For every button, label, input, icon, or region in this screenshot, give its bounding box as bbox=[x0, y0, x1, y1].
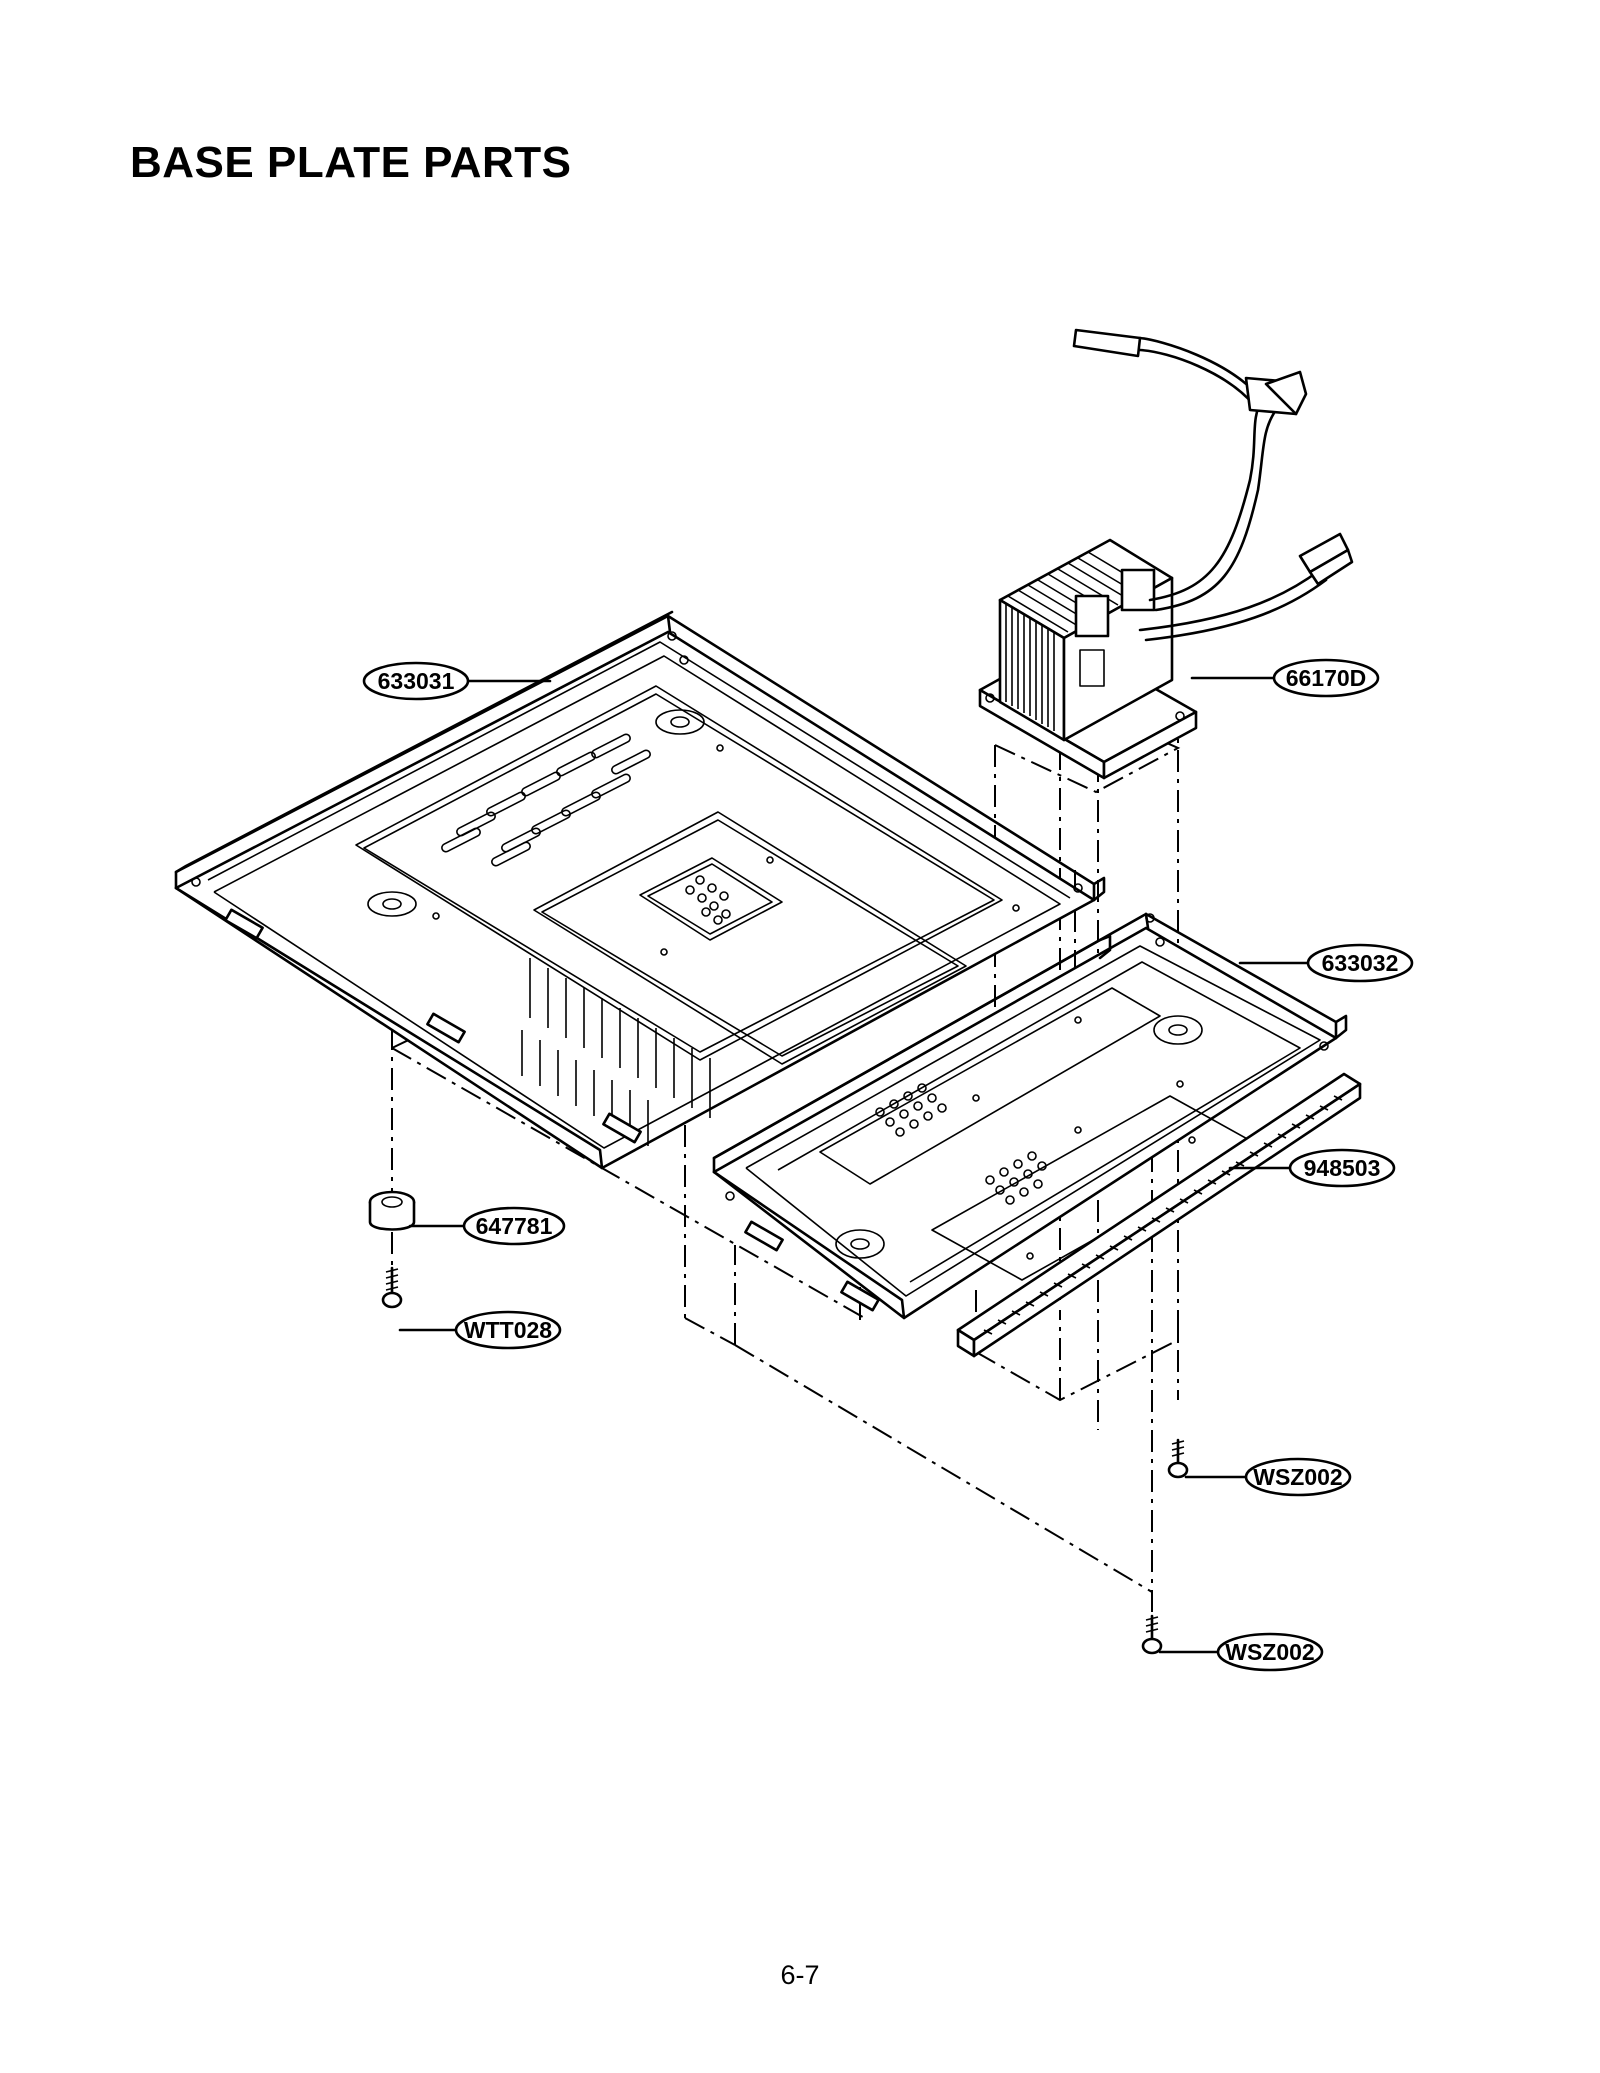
label-633031: 633031 bbox=[362, 661, 470, 701]
transformer-66170D bbox=[978, 328, 1354, 780]
page-number: 6-7 bbox=[780, 1960, 820, 1990]
screw-WSZ002-upper bbox=[1167, 1438, 1189, 1479]
seal-strip-948503 bbox=[956, 1072, 1362, 1358]
perforation-grid-upper bbox=[685, 875, 731, 925]
label-633032: 633032 bbox=[1306, 943, 1414, 983]
svg-text:633031: 633031 bbox=[378, 668, 455, 694]
svg-text:WSZ002: WSZ002 bbox=[1253, 1464, 1342, 1490]
label-647781: 647781 bbox=[462, 1206, 566, 1246]
label-66170D: 66170D bbox=[1272, 658, 1380, 698]
svg-text:WTT028: WTT028 bbox=[464, 1317, 552, 1343]
svg-text:66170D: 66170D bbox=[1286, 665, 1367, 691]
base-plate-633031 bbox=[174, 610, 1106, 1170]
vent-slots-side bbox=[521, 958, 711, 1146]
screw-WTT028 bbox=[381, 1266, 403, 1309]
label-WTT028: WTT028 bbox=[454, 1310, 562, 1350]
page-title: BASE PLATE PARTS bbox=[130, 138, 572, 187]
label-WSZ002-upper: WSZ002 bbox=[1244, 1457, 1352, 1497]
label-WSZ002-lower: WSZ002 bbox=[1216, 1632, 1324, 1672]
svg-text:948503: 948503 bbox=[1304, 1155, 1381, 1181]
svg-text:WSZ002: WSZ002 bbox=[1225, 1639, 1314, 1665]
vent-slots-upper bbox=[441, 733, 651, 867]
leader-lines bbox=[398, 676, 1312, 1654]
foot-647781 bbox=[368, 1190, 416, 1231]
screw-WSZ002-lower bbox=[1141, 1614, 1163, 1655]
label-948503: 948503 bbox=[1288, 1148, 1396, 1188]
perforation-grid-lower bbox=[875, 1083, 1047, 1205]
svg-text:647781: 647781 bbox=[476, 1213, 553, 1239]
base-plate-633032 bbox=[712, 912, 1348, 1320]
svg-text:633032: 633032 bbox=[1322, 950, 1399, 976]
